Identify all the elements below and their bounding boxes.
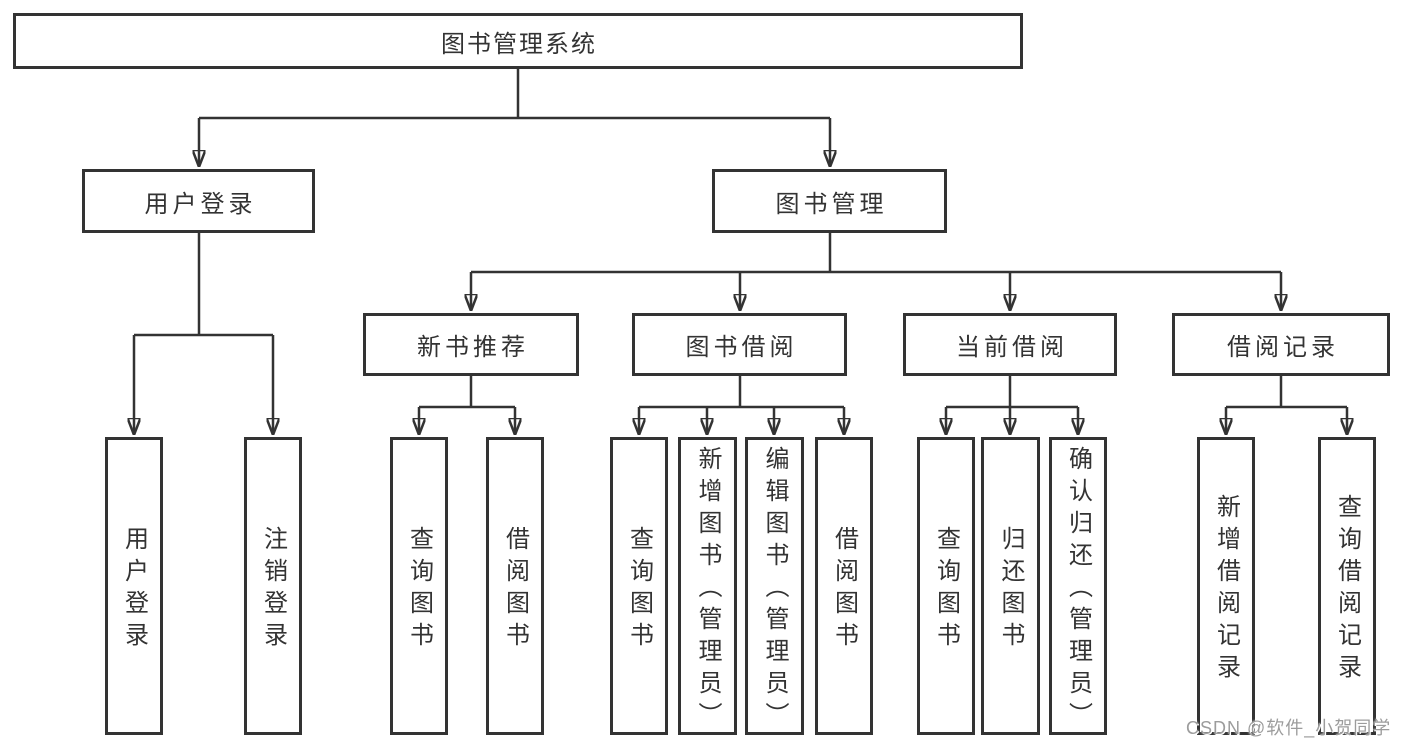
leaf-label: 归还图书 <box>997 526 1024 654</box>
leaf-label: 编辑图书（管理员） <box>761 446 788 734</box>
leaf-label: 确认归还（管理员） <box>1064 446 1092 734</box>
leaf-label: 查询图书 <box>625 526 653 654</box>
leaf-return-books: 归还图书 <box>981 437 1040 735</box>
node-borrow-records: 借阅记录 <box>1172 313 1390 376</box>
leaf-label: 用户登录 <box>120 526 148 654</box>
leaf-confirm-return-admin: 确认归还（管理员） <box>1049 437 1107 735</box>
leaf-label: 新增借阅记录 <box>1212 494 1240 686</box>
leaf-user-login: 用户登录 <box>105 437 163 735</box>
leaf-label: 新增图书（管理员） <box>694 446 721 734</box>
node-book-borrow: 图书借阅 <box>632 313 847 376</box>
node-book-mgmt-label: 图书管理 <box>775 190 888 218</box>
leaf-label: 查询图书 <box>405 526 433 654</box>
node-current-borrow-label: 当前借阅 <box>956 334 1068 361</box>
node-root-label: 图书管理系统 <box>441 30 597 58</box>
node-user-login: 用户登录 <box>82 169 315 233</box>
leaf-query-borrow-record: 查询借阅记录 <box>1318 437 1376 735</box>
leaf-add-books-admin: 新增图书（管理员） <box>678 437 737 735</box>
node-book-borrow-label: 图书借阅 <box>685 334 798 361</box>
leaf-query-books-borrow: 查询图书 <box>610 437 668 735</box>
leaf-label: 查询图书 <box>932 526 960 654</box>
leaf-query-books-current: 查询图书 <box>917 437 975 735</box>
csdn-watermark: CSDN @软件_小贺同学 <box>1186 718 1392 738</box>
leaf-label: 注销登录 <box>259 526 287 654</box>
leaf-label: 借阅图书 <box>501 526 529 654</box>
leaf-query-books-newbook: 查询图书 <box>390 437 448 735</box>
node-borrow-records-label: 借阅记录 <box>1227 334 1339 361</box>
leaf-label: 查询借阅记录 <box>1333 494 1361 686</box>
leaf-label: 借阅图书 <box>830 526 858 654</box>
node-book-mgmt: 图书管理 <box>712 169 947 233</box>
leaf-edit-books-admin: 编辑图书（管理员） <box>745 437 804 735</box>
node-root: 图书管理系统 <box>13 13 1023 69</box>
leaf-add-borrow-record: 新增借阅记录 <box>1197 437 1255 735</box>
leaf-borrow-books: 借阅图书 <box>815 437 873 735</box>
node-new-book: 新书推荐 <box>363 313 579 376</box>
leaf-borrow-books-newbook: 借阅图书 <box>486 437 544 735</box>
node-current-borrow: 当前借阅 <box>903 313 1117 376</box>
leaf-logout: 注销登录 <box>244 437 302 735</box>
node-new-book-label: 新书推荐 <box>417 334 529 361</box>
node-user-login-label: 用户登录 <box>144 190 257 218</box>
